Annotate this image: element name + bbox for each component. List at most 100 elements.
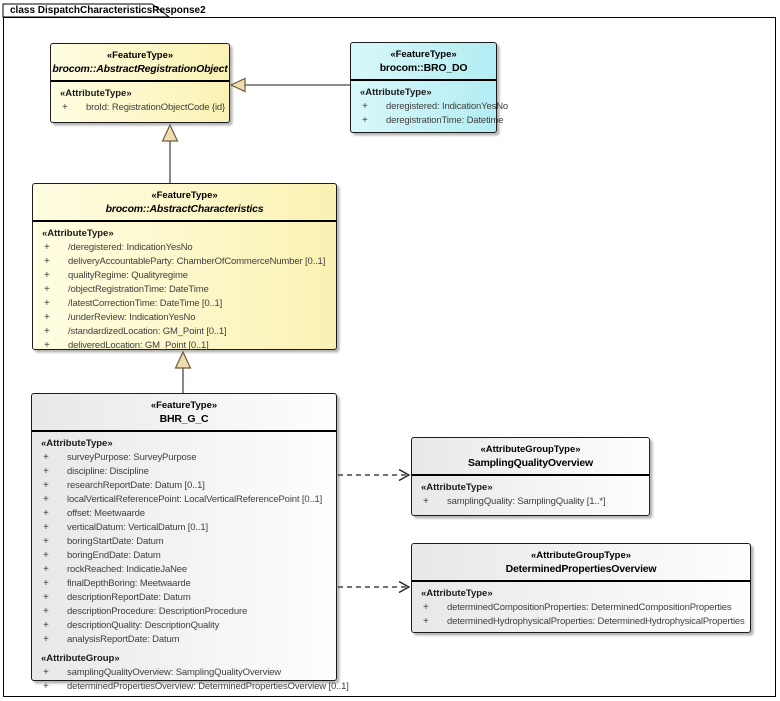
class-box-abstract-characteristics[interactable]: «FeatureType» brocom::AbstractCharacteri… bbox=[32, 183, 337, 351]
attribute-text: rockReached: IndicatieJaNee bbox=[67, 564, 188, 575]
attributes-compartment: «AttributeType» + deregistered: Indicati… bbox=[351, 81, 508, 128]
visibility-marker: + bbox=[43, 536, 49, 547]
attribute-section-label: «AttributeType» bbox=[421, 588, 493, 599]
attribute-text: surveyPurpose: SurveyPurpose bbox=[67, 452, 197, 463]
class-header: «AttributeGroupType» SamplingQualityOver… bbox=[412, 438, 649, 476]
attribute-text: determinedCompositionProperties: Determi… bbox=[447, 602, 732, 613]
attribute-row: + analysisReportDate: Datum bbox=[39, 633, 332, 647]
class-box-determined-properties-overview[interactable]: «AttributeGroupType» DeterminedPropertie… bbox=[411, 543, 751, 633]
attribute-text: descriptionQuality: DescriptionQuality bbox=[67, 620, 220, 631]
attributes-compartment: «AttributeType» + samplingQuality: Sampl… bbox=[412, 476, 649, 509]
attribute-text: deliveredLocation: GM_Point [0..1] bbox=[68, 340, 209, 351]
visibility-marker: + bbox=[44, 298, 50, 309]
attribute-text: /deregistered: IndicationYesNo bbox=[68, 242, 193, 253]
class-name: brocom::AbstractRegistrationObject bbox=[52, 63, 228, 75]
attribute-text: localVerticalReferencePoint: LocalVertic… bbox=[67, 494, 323, 505]
class-header: «FeatureType» BHR_G_C bbox=[32, 394, 336, 432]
attribute-text: boringEndDate: Datum bbox=[67, 550, 161, 561]
visibility-marker: + bbox=[43, 606, 49, 617]
visibility-marker: + bbox=[44, 312, 50, 323]
attribute-row: + /standardizedLocation: GM_Point [0..1] bbox=[40, 325, 332, 339]
attribute-row: + rockReached: IndicatieJaNee bbox=[39, 563, 332, 577]
attribute-row: + /deregistered: IndicationYesNo bbox=[40, 241, 332, 255]
visibility-marker: + bbox=[43, 452, 49, 463]
attribute-text: /standardizedLocation: GM_Point [0..1] bbox=[68, 326, 227, 337]
attribute-text: deregistrationTime: Datetime bbox=[386, 115, 504, 126]
attribute-row: + deliveryAccountableParty: ChamberOfCom… bbox=[40, 255, 332, 269]
visibility-marker: + bbox=[43, 634, 49, 645]
attribute-row: + /latestCorrectionTime: DateTime [0..1] bbox=[40, 297, 332, 311]
attribute-row: + discipline: Discipline bbox=[39, 465, 332, 479]
attribute-section-label: «AttributeType» bbox=[41, 438, 113, 449]
attribute-row: + samplingQuality: SamplingQuality [1..*… bbox=[419, 495, 645, 509]
attribute-text: /latestCorrectionTime: DateTime [0..1] bbox=[68, 298, 223, 309]
attribute-row: + determinedCompositionProperties: Deter… bbox=[419, 601, 746, 615]
attribute-group-section-label: «AttributeGroup» bbox=[41, 653, 120, 664]
attribute-text: descriptionProcedure: DescriptionProcedu… bbox=[67, 606, 248, 617]
visibility-marker: + bbox=[362, 101, 368, 112]
attribute-row: + /objectRegistrationTime: DateTime bbox=[40, 283, 332, 297]
class-box-sampling-quality-overview[interactable]: «AttributeGroupType» SamplingQualityOver… bbox=[411, 437, 650, 516]
visibility-marker: + bbox=[43, 681, 49, 692]
class-stereotype: «AttributeGroupType» bbox=[530, 550, 632, 561]
attribute-text: broId: RegistrationObjectCode {id} bbox=[86, 102, 226, 113]
attribute-row: + qualityRegime: Qualityregime bbox=[40, 269, 332, 283]
attribute-text: descriptionReportDate: Datum bbox=[67, 592, 191, 603]
class-header: «FeatureType» brocom::AbstractCharacteri… bbox=[33, 184, 336, 222]
attribute-row: + deregistered: IndicationYesNo bbox=[358, 100, 508, 114]
class-box-bhr-g-c[interactable]: «FeatureType» BHR_G_C «AttributeType» + … bbox=[31, 393, 349, 692]
attribute-row: + verticalDatum: VerticalDatum [0..1] bbox=[39, 521, 332, 535]
attribute-row: + boringEndDate: Datum bbox=[39, 549, 332, 563]
attribute-row: + descriptionProcedure: DescriptionProce… bbox=[39, 605, 332, 619]
attribute-row: + determinedPropertiesOverview: Determin… bbox=[39, 680, 349, 694]
attribute-text: samplingQuality: SamplingQuality [1..*] bbox=[447, 496, 606, 507]
visibility-marker: + bbox=[362, 115, 368, 126]
visibility-marker: + bbox=[43, 592, 49, 603]
visibility-marker: + bbox=[44, 326, 50, 337]
visibility-marker: + bbox=[44, 270, 50, 281]
attribute-text: discipline: Discipline bbox=[67, 466, 149, 477]
class-stereotype: «FeatureType» bbox=[151, 190, 218, 201]
attribute-row: + /underReview: IndicationYesNo bbox=[40, 311, 332, 325]
attributes-compartment: «AttributeType» + determinedCompositionP… bbox=[412, 582, 750, 629]
visibility-marker: + bbox=[423, 496, 429, 507]
class-stereotype: «FeatureType» bbox=[106, 50, 174, 61]
visibility-marker: + bbox=[423, 602, 429, 613]
attribute-section-label: «AttributeType» bbox=[360, 87, 432, 98]
attribute-text: determinedPropertiesOverview: Determined… bbox=[67, 681, 349, 692]
attribute-row: + researchReportDate: Datum [0..1] bbox=[39, 479, 332, 493]
visibility-marker: + bbox=[43, 522, 49, 533]
attributes-compartment: «AttributeType» + surveyPurpose: SurveyP… bbox=[32, 432, 349, 694]
class-stereotype: «FeatureType» bbox=[390, 49, 457, 60]
class-name: brocom::AbstractCharacteristics bbox=[105, 203, 264, 215]
attribute-text: finalDepthBoring: Meetwaarde bbox=[67, 578, 191, 589]
attribute-text: /objectRegistrationTime: DateTime bbox=[68, 284, 209, 295]
attribute-text: /underReview: IndicationYesNo bbox=[68, 312, 196, 323]
class-header: «FeatureType» brocom::BRO_DO bbox=[351, 43, 496, 81]
visibility-marker: + bbox=[44, 340, 50, 351]
attribute-text: verticalDatum: VerticalDatum [0..1] bbox=[67, 522, 208, 533]
attribute-text: offset: Meetwaarde bbox=[67, 508, 145, 519]
attribute-text: determinedHydrophysicalProperties: Deter… bbox=[447, 616, 745, 627]
visibility-marker: + bbox=[43, 620, 49, 631]
visibility-marker: + bbox=[43, 480, 49, 491]
attribute-text: deliveryAccountableParty: ChamberOfComme… bbox=[68, 256, 326, 267]
class-box-bro-do[interactable]: «FeatureType» brocom::BRO_DO «AttributeT… bbox=[350, 42, 508, 133]
class-header: «AttributeGroupType» DeterminedPropertie… bbox=[412, 544, 750, 582]
class-box-abstract-registration-object[interactable]: «FeatureType» brocom::AbstractRegistrati… bbox=[50, 43, 230, 123]
class-name: SamplingQualityOverview bbox=[468, 457, 593, 469]
attribute-row: + descriptionQuality: DescriptionQuality bbox=[39, 619, 332, 633]
visibility-marker: + bbox=[44, 284, 50, 295]
attribute-section-label: «AttributeType» bbox=[42, 228, 114, 239]
attribute-row: + samplingQualityOverview: SamplingQuali… bbox=[39, 666, 332, 680]
attribute-text: boringStartDate: Datum bbox=[67, 536, 164, 547]
attribute-row: + boringStartDate: Datum bbox=[39, 535, 332, 549]
attribute-row: + broId: RegistrationObjectCode {id} bbox=[58, 101, 225, 115]
attribute-row: + determinedHydrophysicalProperties: Det… bbox=[419, 615, 746, 629]
class-stereotype: «FeatureType» bbox=[150, 400, 218, 411]
attribute-section-label: «AttributeType» bbox=[421, 482, 493, 493]
visibility-marker: + bbox=[423, 616, 429, 627]
visibility-marker: + bbox=[43, 667, 49, 678]
diagram-tab-title: class DispatchCharacteristicsResponse2 bbox=[10, 5, 206, 16]
